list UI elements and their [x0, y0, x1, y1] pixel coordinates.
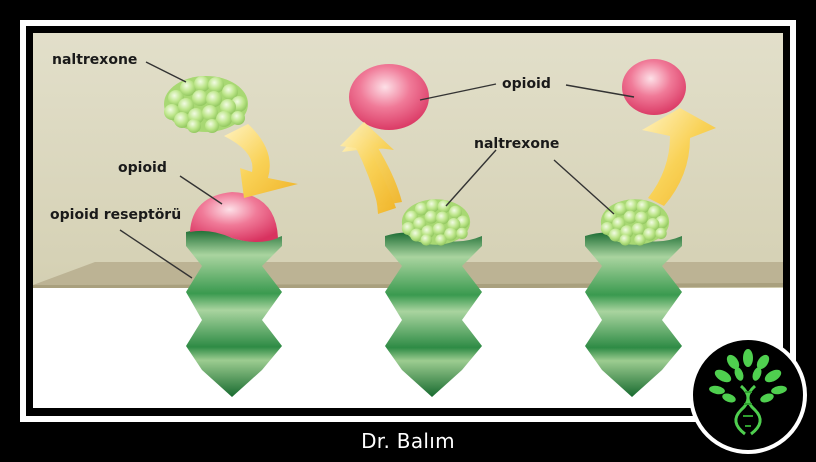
receptor-1: [186, 230, 282, 397]
opioid-bound: [190, 192, 278, 242]
opioid-released-2: [349, 64, 429, 130]
receptor-2: [385, 232, 482, 397]
naltrexone-bound-2: [401, 199, 471, 246]
caption-author: Dr. Balım: [361, 429, 455, 453]
naltrexone-bound-3: [600, 199, 670, 246]
label-opioid-left: opioid: [118, 160, 167, 176]
receptor-3: [585, 232, 682, 397]
label-opioid-receptor: opioid reseptörü: [50, 207, 181, 223]
label-naltrexone-right: naltrexone: [474, 136, 559, 152]
dna-tree-icon: [689, 336, 807, 454]
label-naltrexone-left: naltrexone: [52, 52, 137, 68]
arrow-displace-2b: [340, 122, 402, 206]
naltrexone-free: [164, 76, 248, 133]
arrow-displace-3: [642, 108, 716, 206]
label-opioid-right: opioid: [502, 76, 551, 92]
opioid-released-3: [622, 59, 686, 115]
arrow-bind-1: [224, 124, 298, 198]
